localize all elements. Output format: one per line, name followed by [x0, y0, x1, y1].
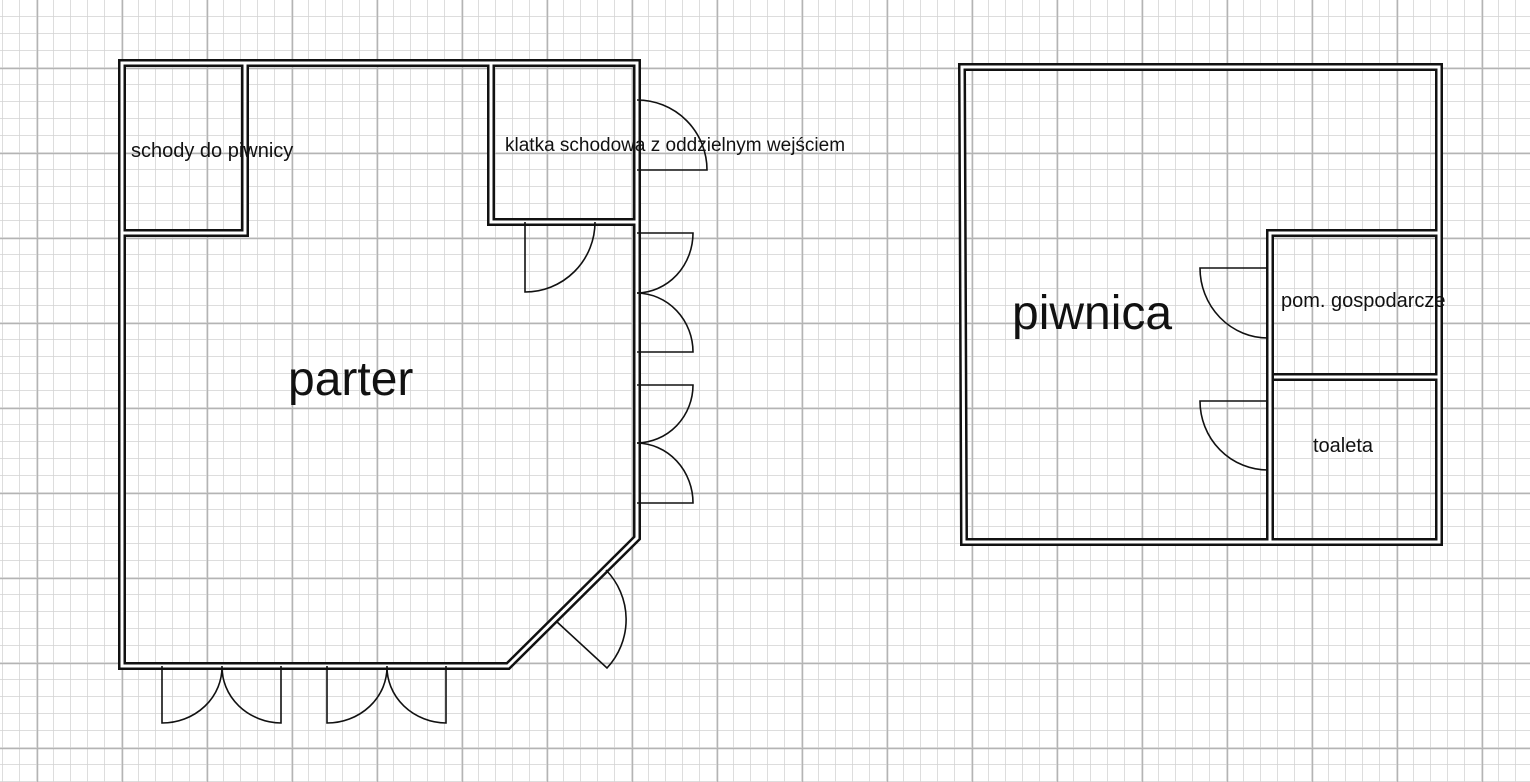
floor-label-ground: parter	[288, 353, 413, 406]
door-diagonal	[555, 569, 627, 670]
door-utility-room	[1199, 267, 1269, 339]
door-right-1	[636, 232, 694, 294]
room-label-utility-room: pom. gospodarcze	[1281, 290, 1446, 312]
floor-label-basement: piwnica	[1012, 287, 1172, 340]
door-toilet	[1199, 400, 1269, 471]
door-right-2	[636, 292, 694, 353]
door-bottom-left-double	[161, 665, 282, 724]
door-bottom-right-double	[326, 665, 447, 724]
door-right-3	[636, 384, 694, 444]
basement-walls	[957, 63, 1443, 546]
ground-floor: schody do piwnicy klatka schodowa z oddz…	[118, 59, 845, 724]
door-right-4	[636, 442, 694, 504]
doors	[161, 99, 708, 724]
room-label-stairs-to-basement: schody do piwnicy	[131, 140, 293, 162]
door-stairwell-entrance	[636, 99, 708, 171]
ground-floor-walls	[118, 59, 641, 670]
basement: piwnica pom. gospodarcze toaleta	[957, 63, 1446, 546]
door-stairwell-inner	[524, 221, 596, 293]
doors	[1199, 267, 1269, 471]
room-label-stairwell: klatka schodowa z oddzielnym wejściem	[505, 135, 845, 156]
room-label-toilet: toaleta	[1313, 435, 1374, 457]
